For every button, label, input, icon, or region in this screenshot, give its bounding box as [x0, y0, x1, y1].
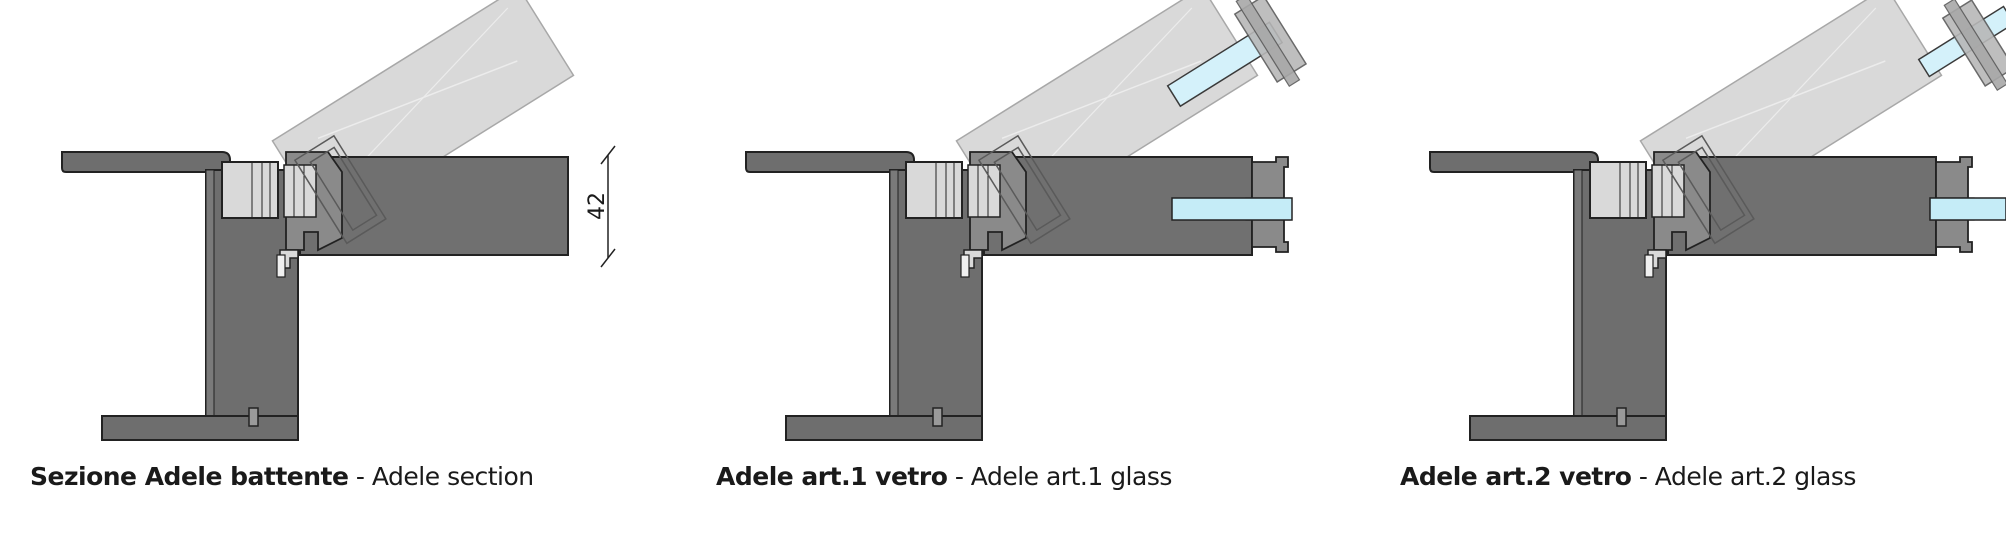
section-drawing-art2 — [1429, 0, 2006, 441]
caption-art2-rest: - Adele art.2 glass — [1631, 462, 1857, 491]
caption-battente-bold: Sezione Adele battente — [30, 462, 349, 491]
section-drawing-battente: 42 — [61, 0, 616, 441]
section-drawing-art1 — [745, 0, 1313, 441]
caption-battente: Sezione Adele battente - Adele section — [30, 462, 534, 491]
dimension-label: 42 — [585, 192, 610, 220]
caption-art2: Adele art.2 vetro - Adele art.2 glass — [1400, 462, 1856, 491]
caption-art2-bold: Adele art.2 vetro — [1400, 462, 1632, 491]
caption-art1: Adele art.1 vetro - Adele art.1 glass — [716, 462, 1172, 491]
caption-art1-bold: Adele art.1 vetro — [716, 462, 948, 491]
dimension-marker — [600, 145, 616, 268]
caption-battente-rest: - Adele section — [348, 462, 534, 491]
caption-art1-rest: - Adele art.1 glass — [947, 462, 1173, 491]
